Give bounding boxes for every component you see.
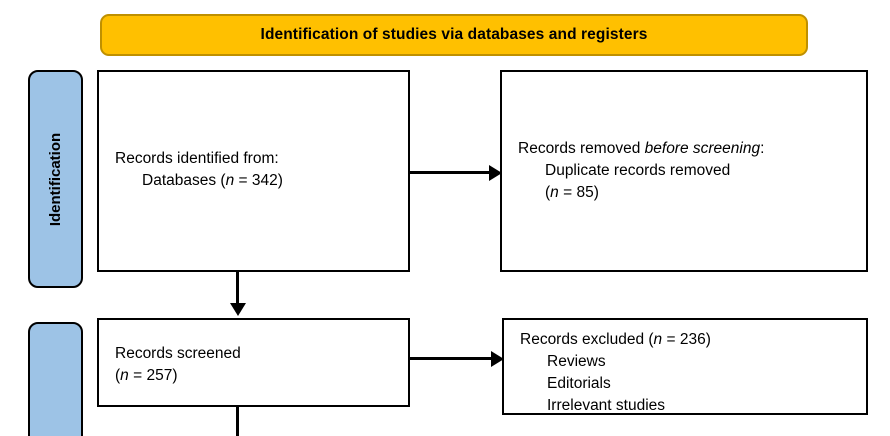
records-removed-prefix: Records removed (518, 140, 645, 157)
stage-label-identification: Identification (28, 70, 83, 288)
connector-identified-to-screened-line (236, 272, 239, 305)
records-removed-line1: Records removed before screening: (518, 138, 856, 160)
connector-identified-to-removed-arrowhead-icon (489, 164, 502, 181)
stage-label-screening (28, 322, 83, 436)
records-screened-n-italic: n (120, 367, 129, 384)
records-screened-line1: Records screened (115, 345, 241, 362)
records-excluded-n-italic: n (653, 331, 663, 348)
records-removed-n-value: = 85) (558, 184, 599, 201)
box-records-removed: Records removed before screening: Duplic… (500, 70, 868, 272)
stage-label-identification-text: Identification (47, 132, 64, 226)
records-excluded-prefix: Records excluded ( (520, 331, 654, 348)
records-excluded-item-irrelevant-studies: Irrelevant studies (547, 397, 666, 414)
connector-screened-to-excluded-line (410, 357, 492, 360)
records-identified-databases-label: Databases ( (142, 172, 226, 189)
records-removed-n-italic: n (550, 184, 559, 201)
box-records-removed-content: Records removed before screening: Duplic… (518, 138, 856, 204)
records-excluded-item-editorials: Editorials (547, 375, 611, 392)
box-records-screened-content: Records screened (n = 257) (115, 343, 398, 387)
records-identified-n-value: = 342) (234, 172, 283, 189)
records-removed-before-screening-italic: before screening (644, 140, 761, 157)
records-removed-line2: Duplicate records removed (545, 162, 731, 179)
connector-identified-to-removed-line (410, 171, 490, 174)
diagram-title: Identification of studies via databases … (260, 26, 648, 43)
records-removed-line3: (n = 85) (518, 182, 856, 204)
connector-screened-to-next-stage-line (236, 407, 239, 436)
connector-identified-to-screened-arrowhead-icon (229, 303, 246, 316)
box-records-excluded: Records excluded (n = 236) Reviews Edito… (502, 318, 868, 415)
records-identified-line1: Records identified from: (115, 150, 279, 167)
box-records-identified: Records identified from: Databases (n = … (97, 70, 410, 272)
box-records-excluded-content: Records excluded (n = 236) Reviews Edito… (520, 329, 856, 417)
records-screened-n-open: ( (115, 367, 121, 384)
records-screened-line2: (n = 257) (115, 365, 398, 387)
records-identified-n-italic: n (225, 172, 235, 189)
records-excluded-n-value: = 236) (662, 331, 711, 348)
records-identified-line2: Databases (n = 342) (115, 170, 398, 192)
box-records-identified-content: Records identified from: Databases (n = … (115, 148, 398, 192)
records-screened-n-value: = 257) (128, 367, 178, 384)
diagram-header-banner: Identification of studies via databases … (100, 14, 808, 56)
records-excluded-item-reviews: Reviews (547, 353, 606, 370)
connector-screened-to-excluded-arrowhead-icon (491, 350, 504, 367)
records-excluded-line1: Records excluded (n = 236) (520, 329, 856, 351)
records-removed-n-open: ( (545, 184, 551, 201)
records-removed-colon: : (760, 140, 765, 157)
box-records-screened: Records screened (n = 257) (97, 318, 410, 407)
